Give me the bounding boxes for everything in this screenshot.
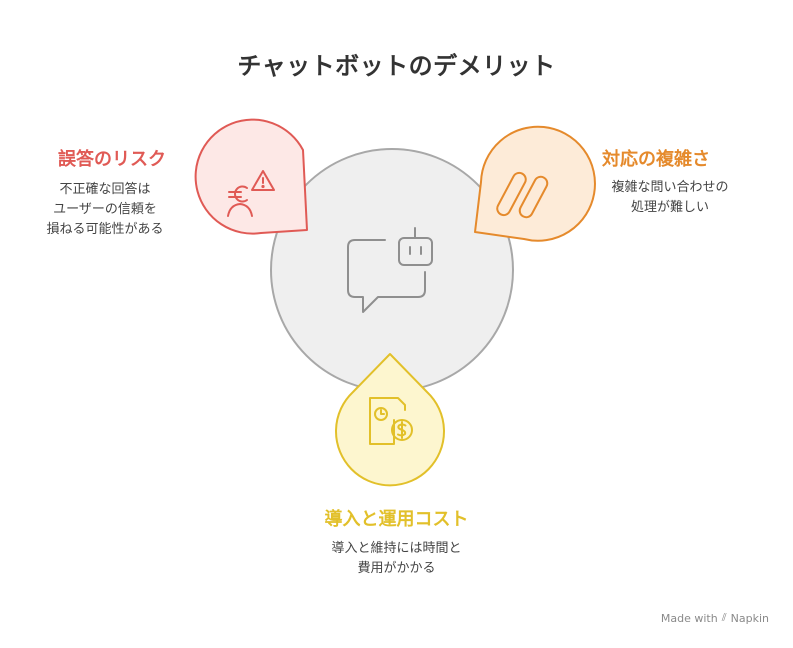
napkin-watermark[interactable]: Made with ⫽ Napkin [661,611,769,625]
complexity-heading: 対応の複雑さ [602,149,710,170]
cost-drop [335,353,445,487]
made-with-label: Made with [660,611,718,625]
risk-line: 損ねる可能性がある [46,222,164,237]
chatbot-icon [347,227,433,313]
cost-heading: 導入と運用コスト [324,509,469,530]
napkin-logo-icon: ⫽ [721,611,727,624]
complexity-drop [474,125,596,242]
cost-description: 導入と維持には時間と 費用がかかる [0,539,793,579]
complexity-description: 複雑な問い合わせの 処理が難しい [595,178,745,218]
risk-heading: 誤答のリスク [58,149,166,170]
complexity-line: 複雑な問い合わせの [611,180,729,195]
warning-person-icon [227,170,275,217]
cost-line: 費用がかかる [357,561,436,576]
risk-line: 不正確な回答は [59,182,151,197]
risk-description: 不正確な回答は ユーザーの信頼を 損ねる可能性がある [30,180,180,240]
slider-icon [496,171,549,219]
napkin-brand: Napkin [730,611,769,625]
page-title: チャットボットのデメリット [237,52,556,80]
cost-line: 導入と維持には時間と [331,541,462,556]
complexity-line: 処理が難しい [630,200,709,215]
cost-document-icon [369,397,413,445]
risk-line: ユーザーの信頼を [53,202,157,217]
risk-drop [194,118,308,235]
